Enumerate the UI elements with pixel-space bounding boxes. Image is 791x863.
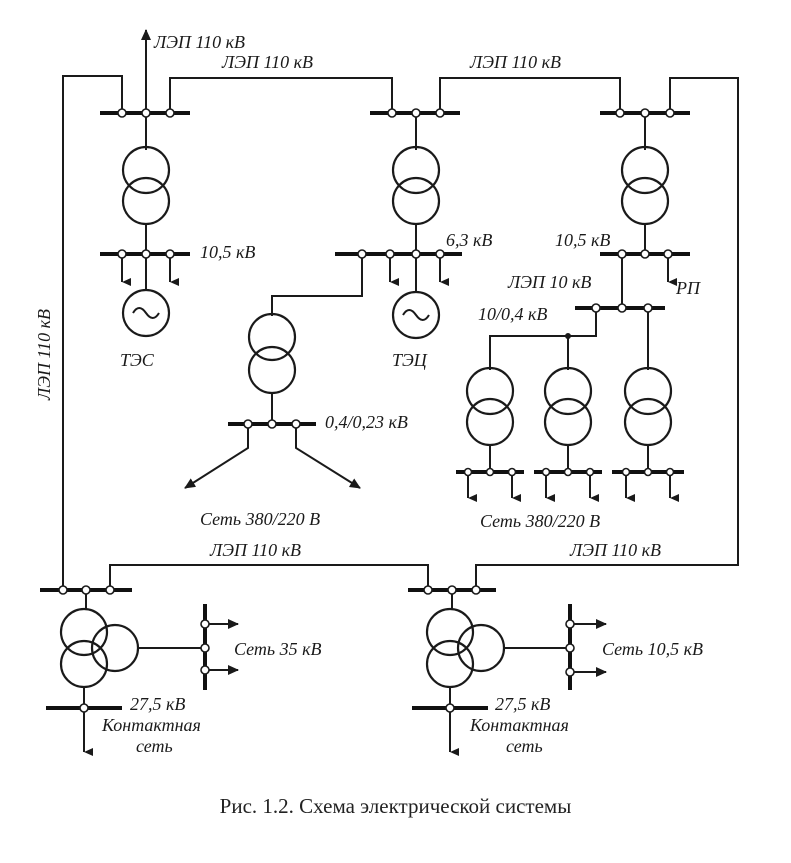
generator-icon — [391, 290, 441, 340]
label-right-voltage: 10,5 кВ — [555, 230, 610, 250]
label-traction-right-2: сеть — [506, 736, 543, 756]
label-grid-380-left: Сеть 380/220 В — [200, 509, 320, 529]
right-substation — [456, 108, 690, 502]
traction-substation-right — [408, 585, 607, 756]
label-traction-left-2: сеть — [136, 736, 173, 756]
label-traction-voltage-right: 27,5 кВ — [495, 694, 550, 714]
label-grid-380-right: Сеть 380/220 В — [480, 511, 600, 531]
label-grid-10-5: Сеть 10,5 кВ — [602, 639, 703, 659]
label-tes: ТЭС — [120, 350, 155, 370]
label-traction-right-1: Контактная — [469, 715, 569, 735]
figure-caption: Рис. 1.2. Схема электрической системы — [219, 794, 572, 818]
label-lep-tes-tec: ЛЭП 110 кВ — [221, 52, 313, 72]
diagram-labels: ЛЭП 110 кВ ЛЭП 110 кВ ЛЭП 110 кВ ЛЭП 110… — [34, 32, 703, 756]
tec-plant — [271, 108, 462, 340]
tes-plant — [100, 108, 190, 338]
label-lep-left-vertical: ЛЭП 110 кВ — [34, 309, 54, 401]
power-system-diagram: ЛЭП 110 кВ ЛЭП 110 кВ ЛЭП 110 кВ ЛЭП 110… — [34, 29, 739, 756]
label-tec-voltage: 6,3 кВ — [446, 230, 492, 250]
label-rp: РП — [675, 278, 701, 298]
label-lep-bottom-mid: ЛЭП 110 кВ — [209, 540, 301, 560]
label-lep-10kv: ЛЭП 10 кВ — [507, 272, 591, 292]
label-lv-voltage: 0,4/0,23 кВ — [325, 412, 408, 432]
label-tes-voltage: 10,5 кВ — [200, 242, 255, 262]
label-grid-35: Сеть 35 кВ — [234, 639, 322, 659]
label-tr-10-04: 10/0,4 кВ — [478, 304, 547, 324]
label-lep-bottom-right: ЛЭП 110 кВ — [569, 540, 661, 560]
traction-substation-left — [40, 585, 239, 756]
label-traction-left-1: Контактная — [101, 715, 201, 735]
label-traction-voltage-left: 27,5 кВ — [130, 694, 185, 714]
lep-110-network — [62, 29, 739, 590]
label-lep-top: ЛЭП 110 кВ — [153, 32, 245, 52]
generator-icon — [121, 288, 171, 338]
label-lep-tec-right: ЛЭП 110 кВ — [469, 52, 561, 72]
lv-distribution-left — [184, 312, 361, 489]
label-tec: ТЭЦ — [392, 350, 428, 370]
